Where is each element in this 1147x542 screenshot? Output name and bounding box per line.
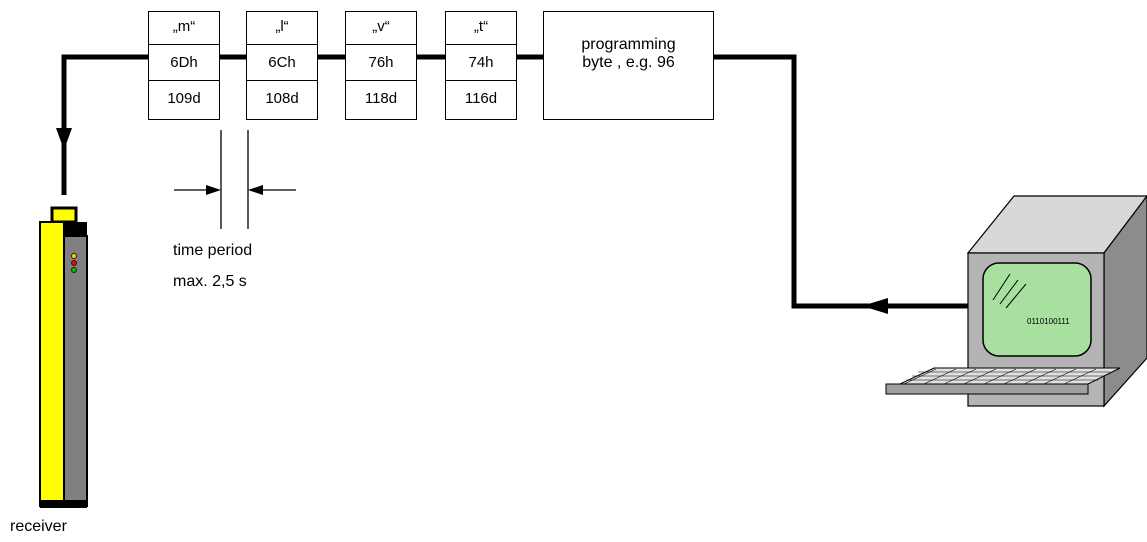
receiver-side [63,235,88,507]
arrow-down-icon [56,128,72,150]
arrow-left-icon [862,298,888,314]
keyboard-keys [903,368,1110,385]
keyboard-front [885,383,1089,395]
byte-char: „m“ [149,12,219,45]
programming-byte-line1: programming [581,36,676,53]
monitor-screen [982,262,1092,357]
signal-wire-left [61,54,148,195]
byte-dec: 108d [265,90,299,107]
screen-glare-1 [992,273,1011,301]
time-arrow-right-head-icon [206,185,221,195]
programming-byte-box: programming byte , e.g. 96 [543,11,714,120]
screen-glare-2 [999,279,1019,305]
receiver-label: receiver [10,518,67,535]
byte-box-m: „m“ 6Dh 109d [148,11,220,120]
byte-dec: 118d [364,90,398,107]
byte-char: „l“ [247,12,317,45]
byte-dec: 116d [464,90,498,107]
receiver-cap-top [50,206,78,224]
byte-hex: 6Ch [247,45,317,81]
time-arrow-left-head-icon [248,185,263,195]
computer-icon [885,195,1147,408]
signal-wire-right [714,54,968,309]
byte-hex: 76h [346,45,416,81]
programming-byte-line2: byte , e.g. 96 [582,54,675,71]
screen-glare-3 [1005,283,1027,309]
time-period-label: time period [173,242,253,259]
receiver-base [40,500,87,508]
receiver-led-yellow [71,253,77,259]
screen-binary-text: 0110100111 [1027,317,1070,326]
byte-hex: 6Dh [149,45,219,81]
receiver-device [39,206,88,508]
byte-box-l: „l“ 6Ch 108d [246,11,318,120]
receiver-led-red [71,260,77,266]
byte-hex: 74h [446,45,516,81]
byte-char: „v“ [346,12,416,45]
byte-char: „t“ [446,12,516,45]
receiver-led-green [71,267,77,273]
byte-box-v: „v“ 76h 118d [345,11,417,120]
byte-dec: 109d [167,90,201,107]
time-period-max-label: max. 2,5 s [173,273,247,290]
receiver-body [39,221,65,507]
byte-box-t: „t“ 74h 116d [445,11,517,120]
